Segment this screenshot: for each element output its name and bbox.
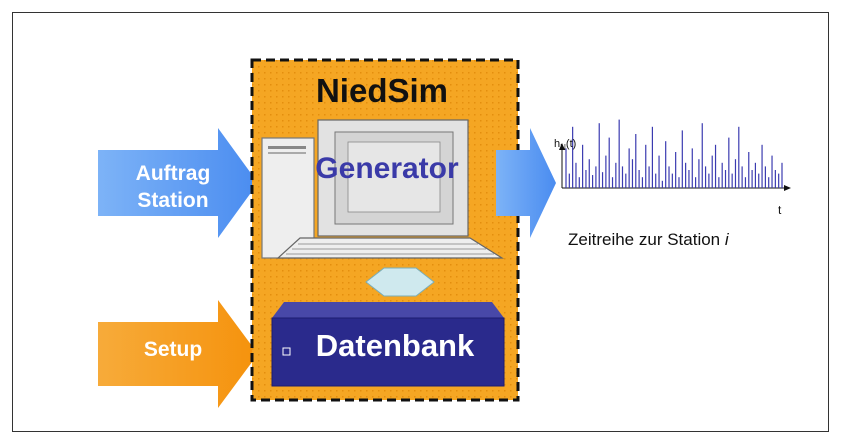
monitor-icon: [317, 119, 469, 237]
keyboard-icon: [276, 237, 505, 259]
input-arrow-order: [98, 128, 258, 238]
series-axis-label: hN(t): [554, 138, 576, 152]
series-axis-subscript: N: [560, 143, 566, 153]
time-series-plot: [559, 119, 791, 191]
series-caption-var: i: [724, 230, 729, 249]
series-axis-argument: (t): [565, 138, 577, 150]
output-arrow: [496, 128, 556, 238]
database-icon: [271, 302, 505, 387]
series-axis-symbol: h: [554, 138, 561, 150]
niedsim-title: NiedSim: [315, 72, 449, 109]
series-caption: Zeitreihe zur Station i: [568, 230, 729, 250]
y-axis-arrowhead: [559, 143, 565, 150]
order-station-label: Auftrag Station: [98, 160, 248, 214]
station-label: Station: [137, 189, 209, 212]
input-arrow-setup: [98, 300, 258, 408]
series-caption-text: Zeitreihe zur Station: [568, 230, 721, 249]
generator-label: Generator: [315, 152, 459, 185]
series-x-label: t: [778, 203, 782, 217]
bidirectional-arrow-icon: [365, 267, 435, 297]
database-label: Datenbank: [315, 328, 475, 363]
order-label: Auftrag: [135, 162, 211, 185]
time-series-spikes: [565, 119, 783, 188]
x-axis-arrowhead: [784, 185, 791, 191]
setup-label: Setup: [143, 338, 203, 361]
